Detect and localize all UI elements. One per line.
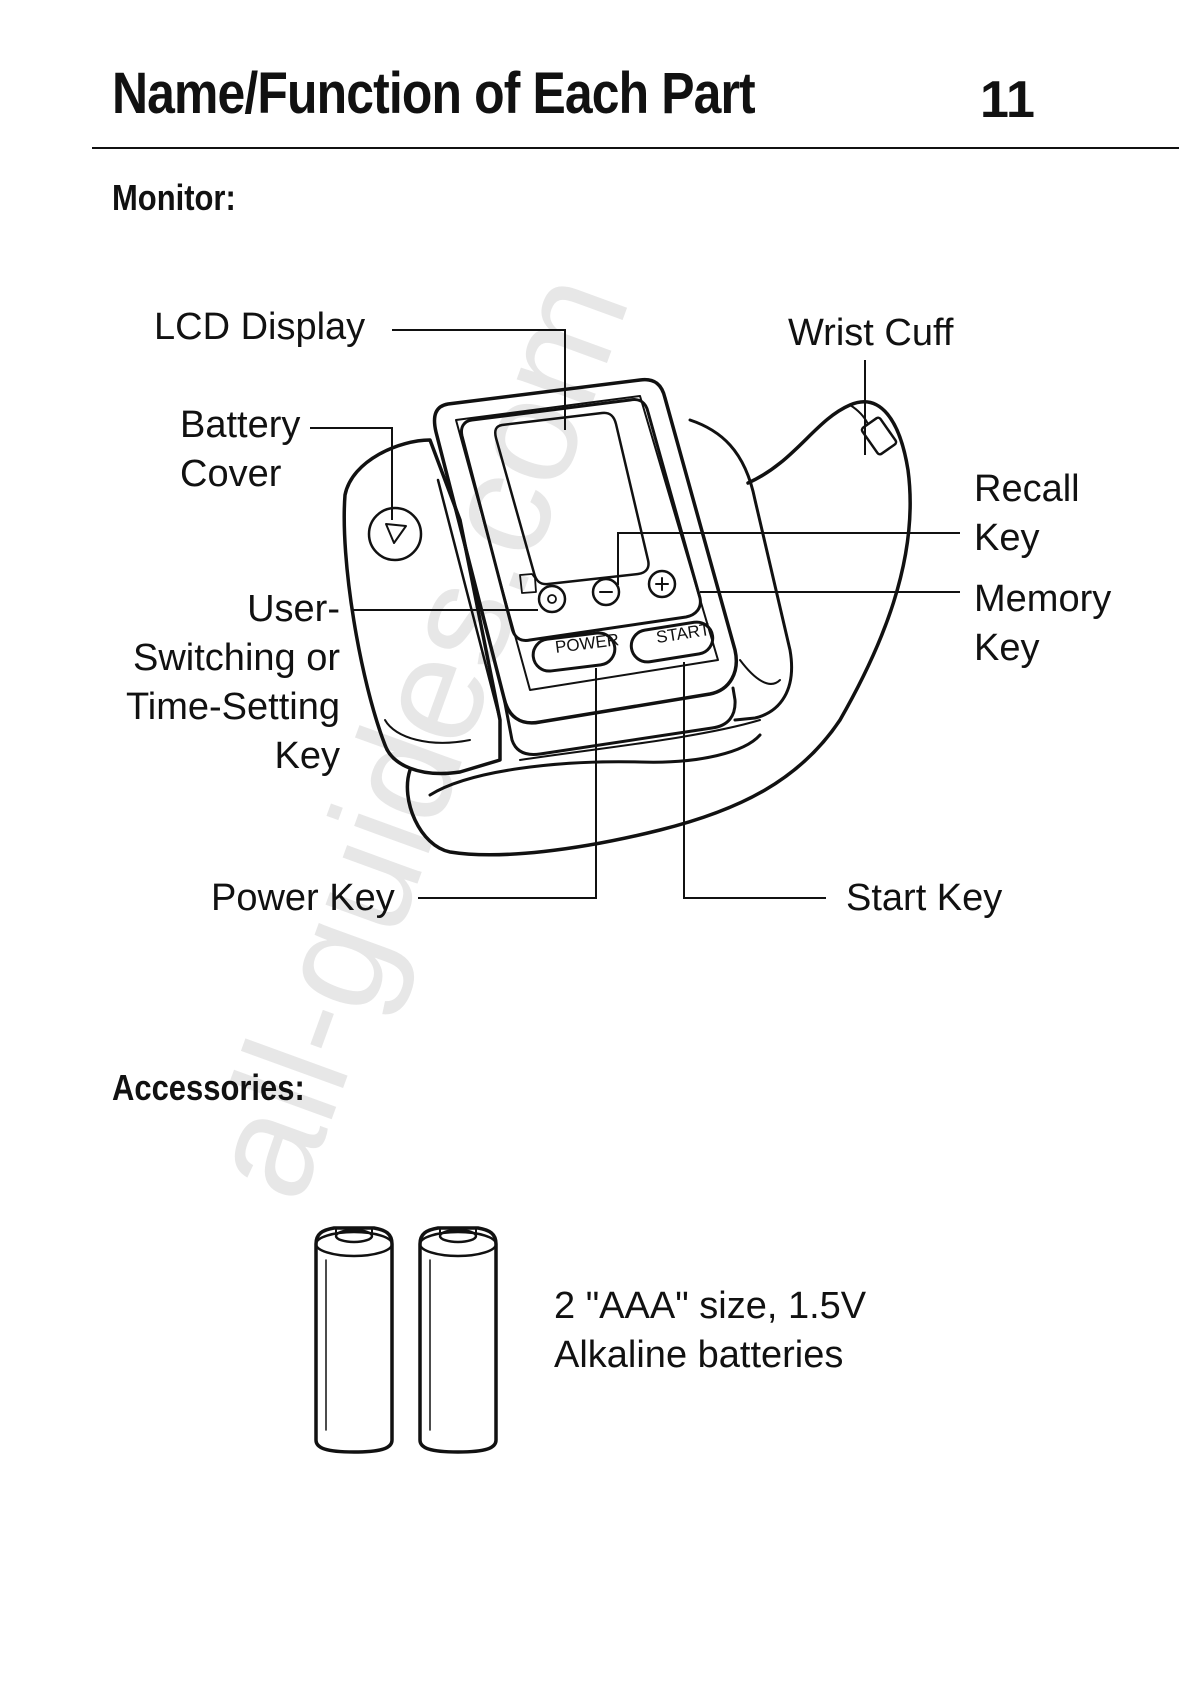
leader-battery-cover xyxy=(310,428,392,520)
wrist-cuff-label: Wrist Cuff xyxy=(788,309,953,358)
battery-cover-icon xyxy=(369,508,421,560)
lcd-display-label: LCD Display xyxy=(154,303,365,352)
user-switch-button xyxy=(539,586,565,612)
recall-key-label: Recall Key xyxy=(974,465,1080,563)
power-key-label: Power Key xyxy=(211,874,395,923)
leader-lcd-display xyxy=(392,330,565,430)
battery-cover-label: Battery Cover xyxy=(180,401,300,499)
lcd-screen xyxy=(495,413,648,584)
face-plate xyxy=(461,400,700,641)
batteries-caption: 2 "AAA" size, 1.5V Alkaline batteries xyxy=(554,1282,866,1380)
battery-1-icon xyxy=(316,1228,392,1452)
user-switching-key-label: User- Switching or Time-Setting Key xyxy=(82,585,340,781)
monitor-body xyxy=(435,380,737,723)
memory-key-label: Memory Key xyxy=(974,575,1111,673)
user-icon xyxy=(520,574,536,593)
leader-start-key xyxy=(684,662,826,898)
battery-2-icon xyxy=(420,1228,496,1452)
start-key-label: Start Key xyxy=(846,874,1002,923)
